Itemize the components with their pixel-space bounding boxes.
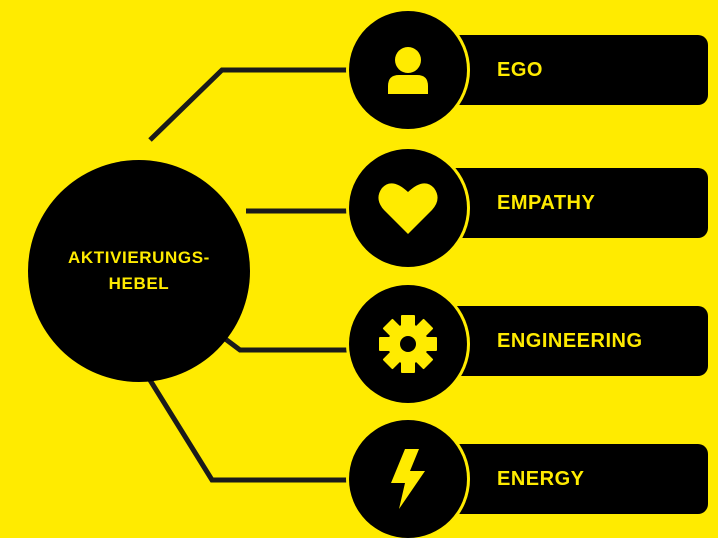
- node-engineering: [349, 285, 467, 403]
- hub-label: AKTIVIERUNGS- HEBEL: [68, 248, 210, 293]
- node-ego: [349, 11, 467, 129]
- node-energy: [349, 420, 467, 538]
- label-box-empathy: EMPATHY: [436, 168, 708, 238]
- heart-icon: [378, 183, 438, 234]
- connector-energy: [147, 378, 352, 483]
- node-empathy: [349, 149, 467, 267]
- branch-label-ego: EGO: [497, 59, 543, 81]
- person-icon: [388, 47, 428, 94]
- gear-icon: [379, 315, 437, 373]
- hub-circle: AKTIVIERUNGS- HEBEL: [28, 160, 250, 382]
- connector-ego: [148, 67, 352, 142]
- branch-label-energy: ENERGY: [497, 468, 585, 490]
- label-box-energy: ENERGY: [436, 444, 708, 514]
- label-box-engineering: ENGINEERING: [436, 306, 708, 376]
- label-box-ego: EGO: [436, 35, 708, 105]
- branch-label-empathy: EMPATHY: [497, 192, 596, 214]
- connector-engineering: [222, 336, 352, 353]
- lightning-icon: [391, 449, 425, 509]
- branch-label-engineering: ENGINEERING: [497, 330, 643, 352]
